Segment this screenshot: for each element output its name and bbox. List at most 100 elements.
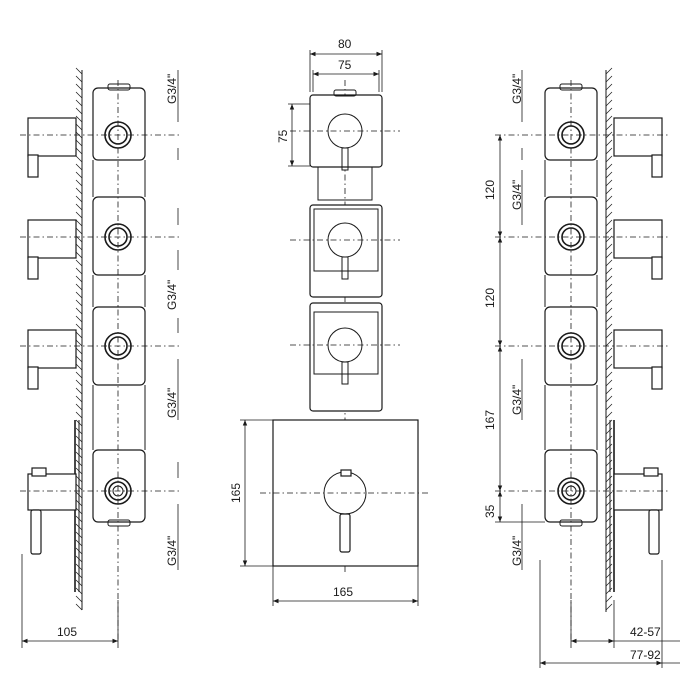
hatch-line — [75, 283, 83, 291]
hatch-line — [75, 163, 83, 171]
dim-plate-height: 165 — [229, 483, 243, 503]
dim-right-depth-large: 77-92 — [630, 648, 661, 662]
hatch-line — [605, 531, 613, 539]
hatch-line — [605, 331, 613, 339]
hatch-line — [605, 603, 613, 611]
hatch-line — [605, 307, 613, 315]
dim-plate-width: 165 — [333, 585, 353, 599]
hatch-line — [605, 379, 613, 387]
hatch-line — [605, 147, 613, 155]
front-view: 80 75 75 165 165 — [229, 37, 430, 606]
left-body-block-2 — [92, 196, 146, 276]
hatch-line — [605, 355, 613, 363]
hatch-line — [75, 299, 83, 307]
left-thread-label-2: G3/4" — [165, 280, 179, 310]
dim-spacing-3: 167 — [483, 410, 497, 430]
hatch-line — [75, 243, 83, 251]
hatch-line — [75, 315, 83, 323]
hatch-line — [75, 275, 83, 283]
hatch-line — [75, 219, 83, 227]
right-handle-2 — [613, 219, 663, 259]
hatch-line — [605, 555, 613, 563]
hatch-line — [75, 91, 83, 99]
hatch-line — [75, 379, 83, 387]
dim-top-height: 75 — [276, 129, 290, 143]
left-body-block-1 — [92, 87, 146, 161]
hatch-line — [605, 475, 613, 483]
left-handle-4 — [27, 473, 77, 511]
hatch-line — [605, 155, 613, 163]
hatch-line — [75, 291, 83, 299]
hatch-line — [605, 483, 613, 491]
hatch-line — [75, 123, 83, 131]
hatch-line — [75, 267, 83, 275]
dim-top-width-inner: 75 — [338, 58, 352, 72]
right-handle-3 — [613, 329, 663, 369]
hatch-line — [605, 123, 613, 131]
hatch-line — [605, 395, 613, 403]
left-handle-2 — [27, 219, 77, 259]
hatch-line — [605, 339, 613, 347]
dim-bottom-offset: 35 — [483, 504, 497, 518]
hatch-line — [75, 259, 83, 267]
hatch-line — [605, 203, 613, 211]
hatch-line — [605, 459, 613, 467]
left-thread-label-3: G3/4" — [165, 388, 179, 418]
hatch-line — [75, 363, 83, 371]
hatch-line — [605, 299, 613, 307]
hatch-line — [605, 347, 613, 355]
hatch-line — [605, 363, 613, 371]
hatch-line — [605, 411, 613, 419]
hatch-line — [605, 595, 613, 603]
hatch-line — [605, 259, 613, 267]
hatch-line — [605, 251, 613, 259]
hatch-line — [75, 139, 83, 147]
hatch-line — [605, 83, 613, 91]
right-thread-label-4: G3/4" — [510, 536, 524, 566]
left-thread-label-1: G3/4" — [165, 74, 179, 104]
hatch-line — [605, 291, 613, 299]
dim-left-depth: 105 — [57, 625, 77, 639]
dim-top-width-outer: 80 — [338, 37, 352, 51]
hatch-line — [605, 323, 613, 331]
hatch-line — [75, 339, 83, 347]
left-handle-1 — [27, 117, 77, 157]
hatch-line — [75, 75, 83, 83]
hatch-line — [605, 523, 613, 531]
hatch-line — [605, 427, 613, 435]
right-body-block-2 — [544, 196, 598, 276]
hatch-line — [75, 227, 83, 235]
right-handle-1 — [613, 117, 663, 157]
hatch-line — [605, 371, 613, 379]
hatch-line — [605, 547, 613, 555]
right-thread-label-1: G3/4" — [510, 74, 524, 104]
hatch-line — [605, 67, 613, 75]
hatch-line — [605, 91, 613, 99]
hatch-line — [605, 163, 613, 171]
hatch-line — [75, 155, 83, 163]
right-side-view: 120 120 167 35 G3/4" G3/4" G3/4" G3/4" 4… — [483, 67, 680, 668]
hatch-line — [605, 467, 613, 475]
hatch-line — [605, 171, 613, 179]
left-handle-3 — [27, 329, 77, 369]
dim-right-depth-small: 42-57 — [630, 625, 661, 639]
hatch-line — [605, 563, 613, 571]
hatch-line — [75, 187, 83, 195]
hatch-line — [605, 195, 613, 203]
hatch-line — [75, 331, 83, 339]
hatch-line — [605, 283, 613, 291]
hatch-line — [75, 211, 83, 219]
hatch-line — [75, 307, 83, 315]
hatch-line — [75, 203, 83, 211]
right-wall-hatch — [605, 67, 613, 611]
hatch-line — [605, 179, 613, 187]
hatch-line — [605, 387, 613, 395]
hatch-line — [75, 371, 83, 379]
hatch-line — [605, 115, 613, 123]
hatch-line — [605, 507, 613, 515]
hatch-line — [75, 67, 83, 75]
dim-spacing-1: 120 — [483, 180, 497, 200]
hatch-line — [605, 107, 613, 115]
hatch-line — [605, 499, 613, 507]
